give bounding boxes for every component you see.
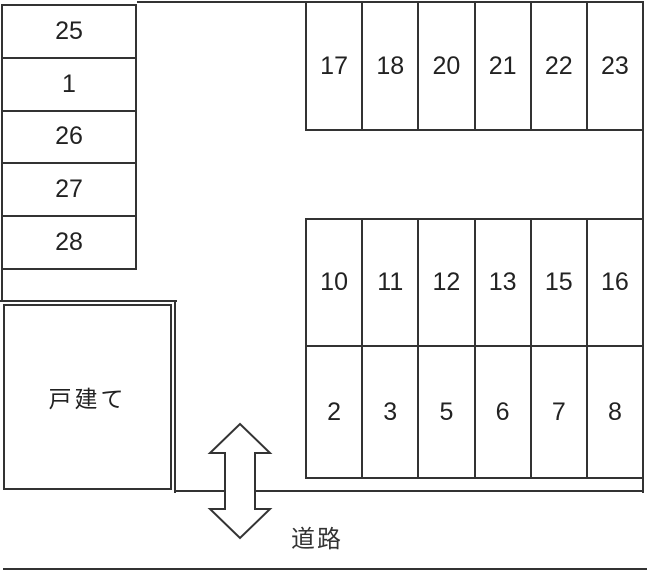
parking-space-11: 11	[361, 220, 418, 345]
parking-space-28: 28	[3, 215, 135, 268]
parking-space-2: 2	[307, 347, 362, 477]
parking-space-7: 7	[529, 347, 586, 477]
road-label: 道路	[291, 526, 343, 553]
parking-space-6: 6	[473, 347, 530, 477]
parking-space-3: 3	[361, 347, 418, 477]
parking-row-middle: 10 11 12 13 15 16	[305, 218, 644, 347]
parking-space-25: 25	[3, 6, 135, 57]
parking-space-1: 1	[3, 56, 135, 110]
boundary-line-left-stub	[1, 270, 3, 302]
parking-space-5: 5	[417, 347, 474, 477]
parking-space-17: 17	[307, 3, 362, 129]
parking-row-top: 17 18 20 21 22 23	[305, 1, 644, 131]
parking-space-15: 15	[529, 220, 586, 345]
parking-space-23: 23	[585, 3, 643, 129]
parking-space-13: 13	[473, 220, 530, 345]
parking-space-8: 8	[585, 347, 643, 477]
parking-space-27: 27	[3, 162, 135, 216]
parking-row-bottom: 2 3 5 6 7 8	[305, 347, 644, 479]
parking-space-18: 18	[361, 3, 418, 129]
road-edge-line	[3, 568, 647, 570]
parking-space-10: 10	[307, 220, 362, 345]
parking-space-26: 26	[3, 109, 135, 163]
parking-column-left: 25 1 26 27 28	[1, 4, 137, 270]
boundary-line-house-top	[0, 300, 177, 302]
parking-space-21: 21	[473, 3, 530, 129]
boundary-line-bottom-strip	[174, 490, 644, 492]
house-box: 戸建て	[3, 304, 172, 490]
parking-space-12: 12	[417, 220, 474, 345]
house-label: 戸建て	[48, 386, 127, 412]
double-arrow-vertical-icon	[207, 422, 273, 540]
parking-space-20: 20	[417, 3, 474, 129]
parking-space-16: 16	[585, 220, 643, 345]
boundary-line-house-right	[174, 300, 176, 493]
parking-space-22: 22	[529, 3, 586, 129]
